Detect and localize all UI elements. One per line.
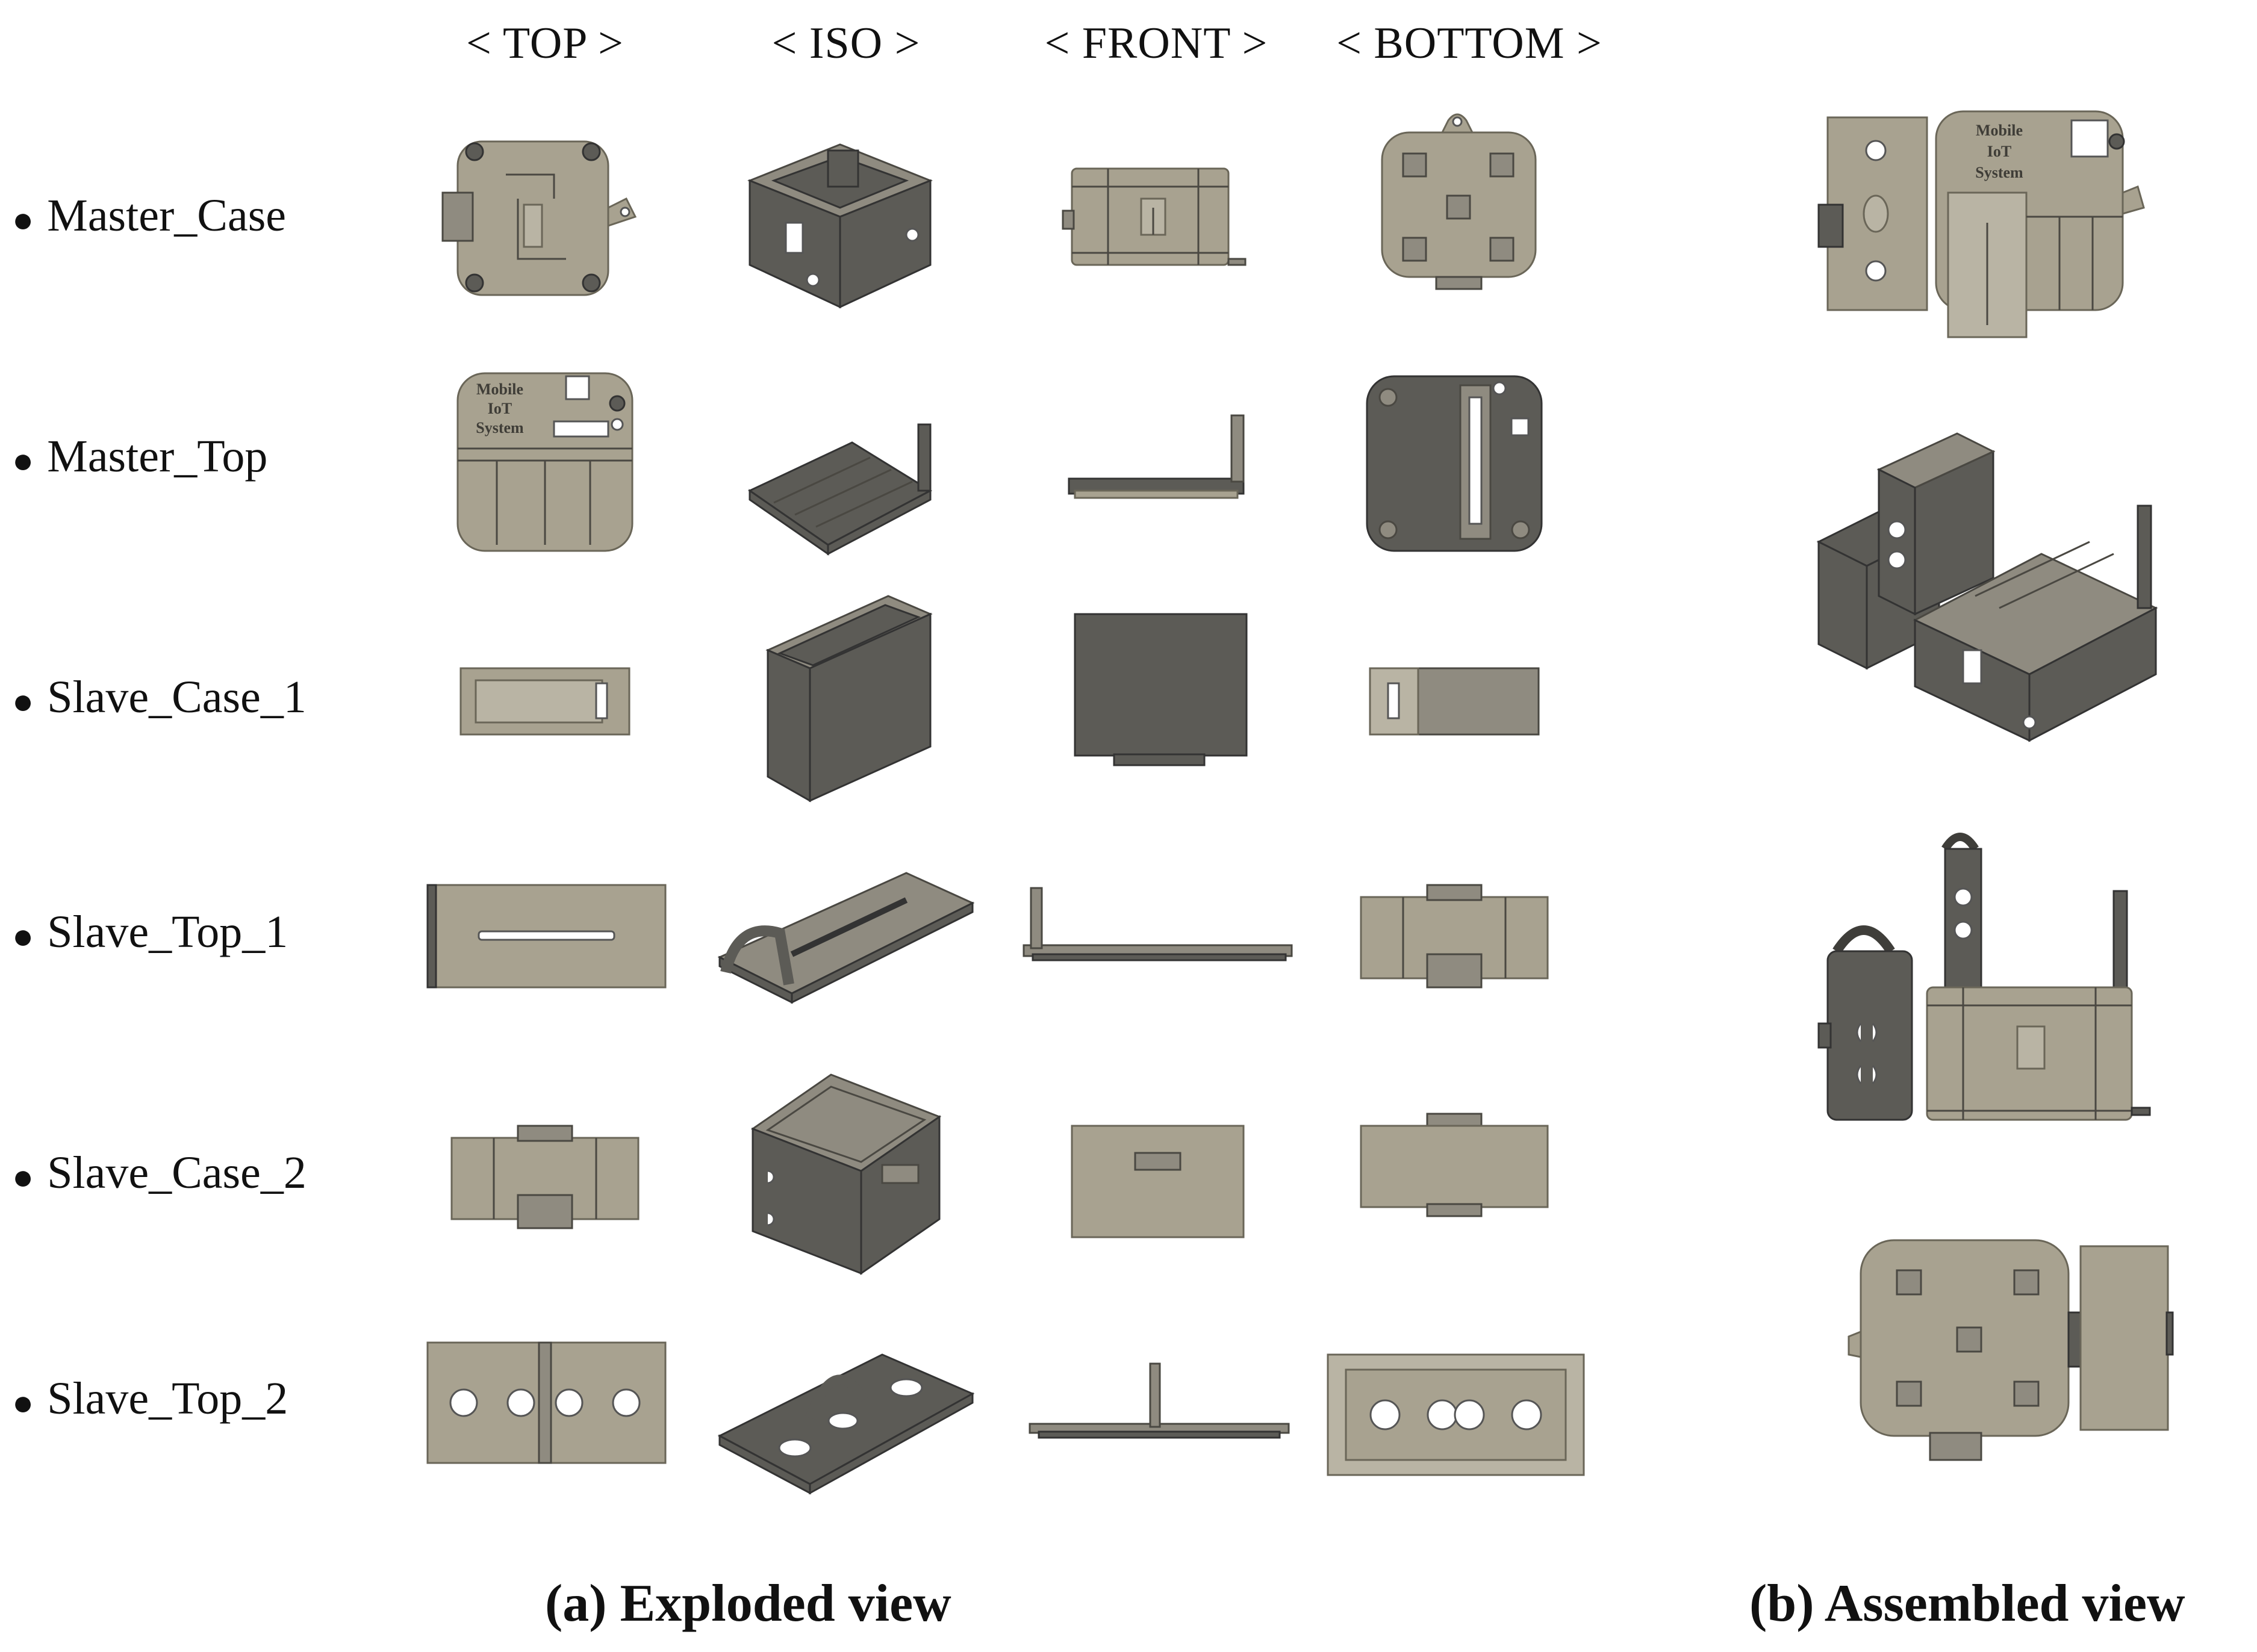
master-top-top-view: Mobile IoT System	[456, 372, 634, 552]
row-label-slave-top-1: ● Slave_Top_1	[12, 906, 288, 958]
row-label-slave-case-2: ● Slave_Case_2	[12, 1147, 307, 1199]
master-top-bottom-view	[1366, 375, 1543, 552]
caption-assembled-view: (b) Assembled view	[1749, 1574, 2185, 1633]
assembled-bottom-view	[1848, 1239, 2174, 1461]
engraving-line-2: IoT	[488, 400, 512, 417]
view-header-front: < FRONT >	[1044, 19, 1268, 68]
slave-case-1-front-view	[1074, 613, 1248, 766]
assembled-iso-view	[1816, 432, 2158, 742]
row-label-text: Slave_Case_2	[47, 1147, 307, 1198]
row-label-slave-top-2: ● Slave_Top_2	[12, 1373, 288, 1425]
view-header-top: < TOP >	[466, 19, 624, 68]
master-case-bottom-view	[1381, 113, 1537, 290]
row-label-text: Slave_Case_1	[47, 672, 307, 722]
slave-top-2-front-view	[1029, 1362, 1290, 1439]
bullet-icon: ●	[12, 1157, 34, 1197]
slave-case-2-top-view	[450, 1125, 640, 1229]
assembled-top-view: Mobile IoT System	[1817, 110, 2145, 338]
slave-case-1-iso-view	[765, 595, 933, 803]
assembled-front-view	[1817, 833, 2151, 1121]
row-label-text: Master_Top	[47, 431, 268, 482]
engraving-line-3: System	[1975, 164, 2023, 181]
bullet-icon: ●	[12, 682, 34, 722]
master-case-iso-view	[747, 143, 933, 309]
engraving-line-3: System	[476, 419, 524, 436]
row-label-slave-case-1: ● Slave_Case_1	[12, 671, 307, 724]
view-header-bottom: < BOTTOM >	[1336, 19, 1602, 68]
caption-exploded-view: (a) Exploded view	[545, 1574, 951, 1633]
slave-top-1-bottom-view	[1360, 884, 1549, 989]
bullet-icon: ●	[12, 441, 34, 481]
slave-case-1-bottom-view	[1369, 667, 1540, 736]
slave-top-1-top-view	[426, 884, 667, 989]
row-label-text: Slave_Top_2	[47, 1373, 288, 1424]
engraving-line-2: IoT	[1987, 143, 2011, 160]
bullet-icon: ●	[12, 1383, 34, 1423]
slave-top-1-iso-view	[717, 872, 975, 1004]
slave-case-2-iso-view	[750, 1073, 942, 1275]
engraving-line-1: Mobile	[1976, 122, 2023, 139]
master-top-front-view	[1068, 414, 1245, 499]
slave-top-2-top-view	[426, 1341, 667, 1464]
slave-case-2-front-view	[1071, 1125, 1245, 1238]
master-top-iso-view	[748, 423, 933, 556]
slave-top-2-iso-view	[717, 1353, 975, 1495]
master-case-front-view	[1062, 167, 1247, 266]
slave-case-1-top-view	[459, 667, 630, 736]
row-label-master-case: ● Master_Case	[12, 190, 286, 242]
row-label-text: Slave_Top_1	[47, 907, 288, 957]
slave-top-1-front-view	[1023, 887, 1293, 961]
bullet-icon: ●	[12, 200, 34, 240]
bullet-icon: ●	[12, 916, 34, 957]
view-header-iso: < ISO >	[771, 19, 921, 68]
row-label-master-top: ● Master_Top	[12, 430, 267, 483]
master-case-top-view	[441, 140, 637, 296]
engraving-line-1: Mobile	[476, 380, 523, 398]
row-label-text: Master_Case	[47, 190, 287, 241]
slave-top-2-bottom-view	[1327, 1353, 1585, 1476]
slave-case-2-bottom-view	[1360, 1113, 1549, 1217]
